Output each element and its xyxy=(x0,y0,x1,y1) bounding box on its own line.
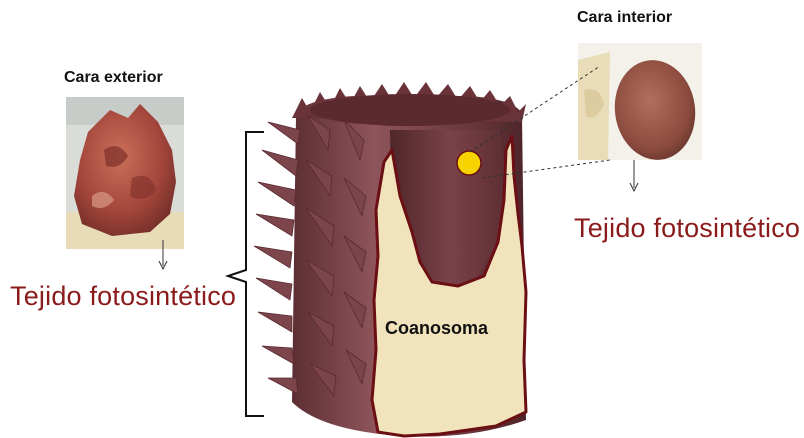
left-brace xyxy=(228,132,264,416)
exterior-photo xyxy=(66,97,184,249)
interior-photo xyxy=(578,43,702,165)
exterior-face-title: Cara exterior xyxy=(64,69,163,87)
coanosoma-label: Coanosoma xyxy=(385,318,488,339)
interior-marker xyxy=(457,151,481,175)
photosynthetic-tissue-label-left: Tejido fotosintético xyxy=(10,281,236,312)
photosynthetic-tissue-label-right: Tejido fotosintético xyxy=(574,213,800,244)
interior-face-title: Cara interior xyxy=(577,9,672,27)
